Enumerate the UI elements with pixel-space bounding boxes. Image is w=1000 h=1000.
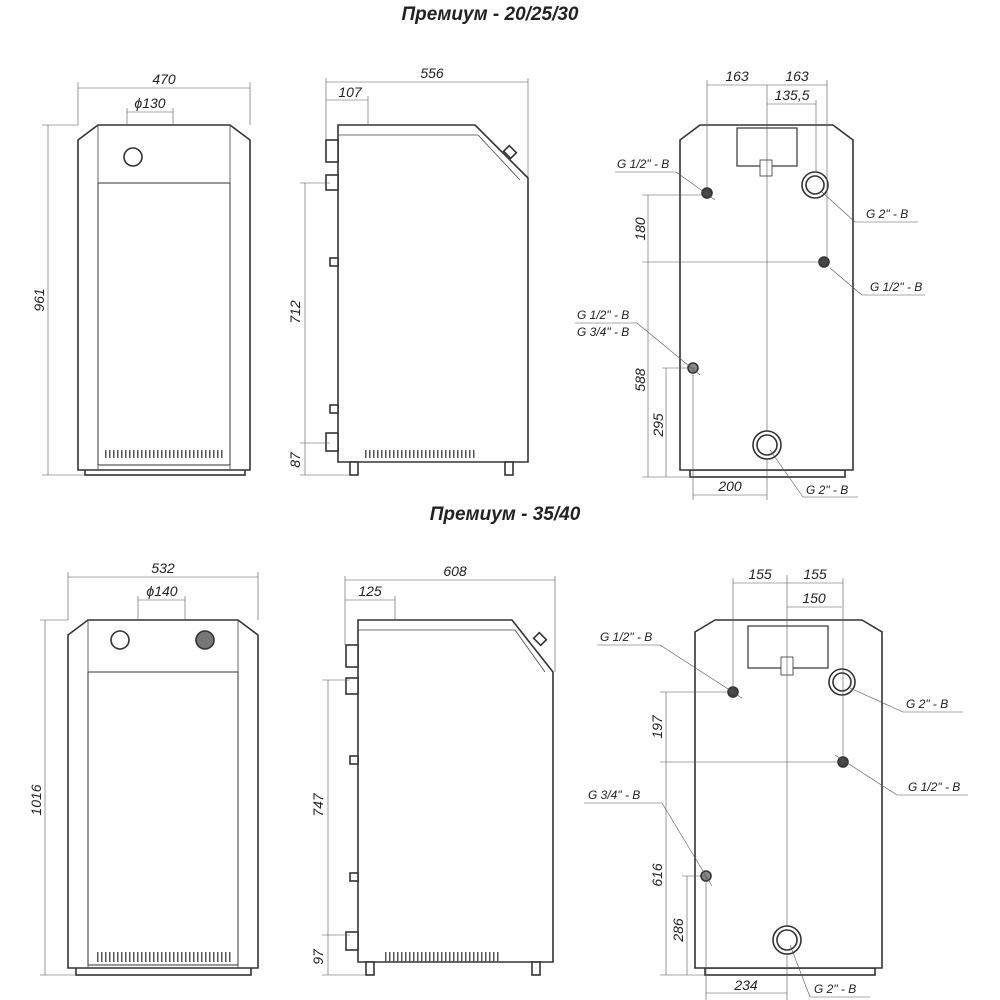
flue-outlet-icon (123, 147, 143, 167)
flue-outlet-icon (110, 630, 130, 650)
back-view-top: 163 163 135,5 180 588 295 200 G 1/2" - B… (575, 68, 925, 500)
dim-155-left: 155 (748, 566, 772, 582)
dim-150: 150 (802, 590, 826, 606)
front-view-top: 470 ϕ130 961 (31, 71, 251, 476)
dim-180: 180 (632, 217, 648, 241)
connection-label: G 3/4" - B (588, 788, 640, 802)
dim-flue-offset: 125 (358, 583, 382, 599)
dim-286: 286 (670, 918, 686, 943)
connection-label: G 2" - B (806, 483, 848, 497)
connection-label: G 3/4" - B (577, 325, 629, 339)
dim-295: 295 (650, 413, 666, 438)
connection-label: G 1/2" - B (577, 308, 629, 322)
dim-97: 97 (310, 948, 326, 965)
side-view-bottom: 608 125 747 97 (310, 563, 556, 976)
dim-flue: ϕ130 (134, 95, 165, 111)
dim-height: 1016 (28, 784, 44, 815)
dim-588: 588 (632, 368, 648, 392)
connection-label: G 2" - B (814, 982, 856, 996)
dim-depth: 556 (420, 65, 444, 81)
title-premium-20-30: Премиум - 20/25/30 (402, 4, 579, 25)
title-premium-35-40: Премиум - 35/40 (430, 504, 581, 525)
dim-width: 470 (152, 71, 176, 87)
dim-flue-offset: 107 (338, 84, 363, 100)
dim-height: 961 (31, 288, 47, 311)
dim-200: 200 (717, 478, 742, 494)
dim-712: 712 (287, 300, 303, 324)
connection-label: G 1/2" - B (870, 280, 922, 294)
dim-197: 197 (649, 714, 665, 739)
connection-label: G 1/2" - B (617, 157, 669, 171)
dim-155-right: 155 (803, 566, 827, 582)
connection-label: G 2" - B (906, 697, 948, 711)
flue-outlet-icon (195, 630, 215, 650)
dim-747: 747 (310, 792, 326, 817)
connection-label: G 1/2" - B (600, 630, 652, 644)
connection-label: G 1/2" - B (908, 780, 960, 794)
dim-width: 532 (151, 560, 175, 576)
dim-234: 234 (733, 977, 758, 993)
dim-135-5: 135,5 (774, 87, 809, 103)
connection-label: G 2" - B (866, 207, 908, 221)
dim-depth: 608 (443, 563, 467, 579)
back-view-bottom: 155 155 150 197 616 286 234 G 1/2" - B G… (584, 566, 968, 1000)
front-view-bottom: 532 ϕ140 1016 (28, 560, 259, 976)
dim-163-right: 163 (785, 68, 809, 84)
dim-flue: ϕ140 (146, 583, 177, 599)
dim-163-left: 163 (725, 68, 749, 84)
side-view-top: 556 107 712 87 (287, 65, 529, 476)
dim-87: 87 (287, 451, 303, 468)
dim-616: 616 (649, 863, 665, 887)
